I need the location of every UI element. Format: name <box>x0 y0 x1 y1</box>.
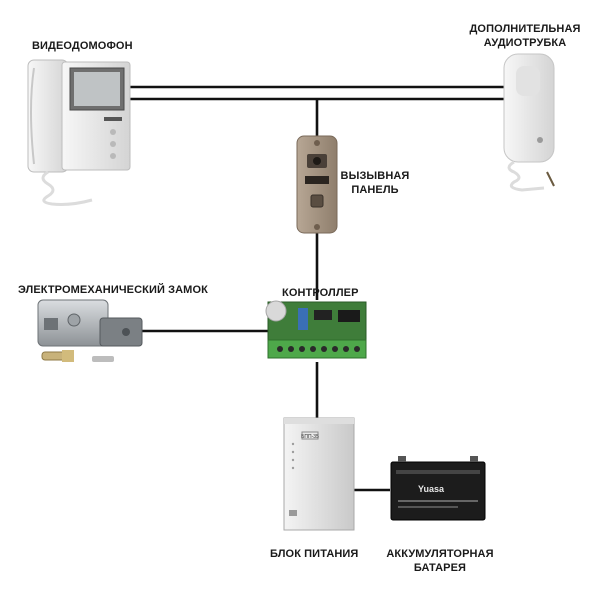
battery-brand-text: Yuasa <box>418 484 445 494</box>
label-battery-line2: БАТАРЕЯ <box>413 562 467 574</box>
label-controller: КОНТРОЛЛЕР <box>282 287 359 299</box>
label-extra-handset-line1: ДОПОЛНИТЕЛЬНАЯ <box>469 23 581 35</box>
controller-board-icon <box>265 300 367 359</box>
label-videophone: ВИДЕОДОМОФОН <box>32 40 133 52</box>
power-supply-icon: БПП-35 <box>283 417 355 531</box>
label-lock: ЭЛЕКТРОМЕХАНИЧЕСКИЙ ЗАМОК <box>18 284 208 296</box>
battery-icon: Yuasa <box>390 456 486 521</box>
videophone-icon <box>27 59 131 206</box>
label-battery: АККУМУЛЯТОРНАЯ БАТАРЕЯ <box>378 547 502 575</box>
wires <box>128 85 505 492</box>
label-call-panel-line2: ПАНЕЛЬ <box>351 184 399 196</box>
label-call-panel: ВЫЗЫВНАЯ ПАНЕЛЬ <box>336 169 414 197</box>
lock-icon <box>37 299 143 362</box>
handset-icon <box>503 53 555 192</box>
label-extra-handset: ДОПОЛНИТЕЛЬНАЯ АУДИОТРУБКА <box>462 22 588 50</box>
label-battery-line1: АККУМУЛЯТОРНАЯ <box>386 548 494 560</box>
call-panel-icon <box>296 135 338 234</box>
label-extra-handset-line2: АУДИОТРУБКА <box>483 37 567 49</box>
label-power-supply: БЛОК ПИТАНИЯ <box>270 548 359 560</box>
psu-model-text: БПП-35 <box>301 434 319 440</box>
label-call-panel-line1: ВЫЗЫВНАЯ <box>340 170 410 182</box>
